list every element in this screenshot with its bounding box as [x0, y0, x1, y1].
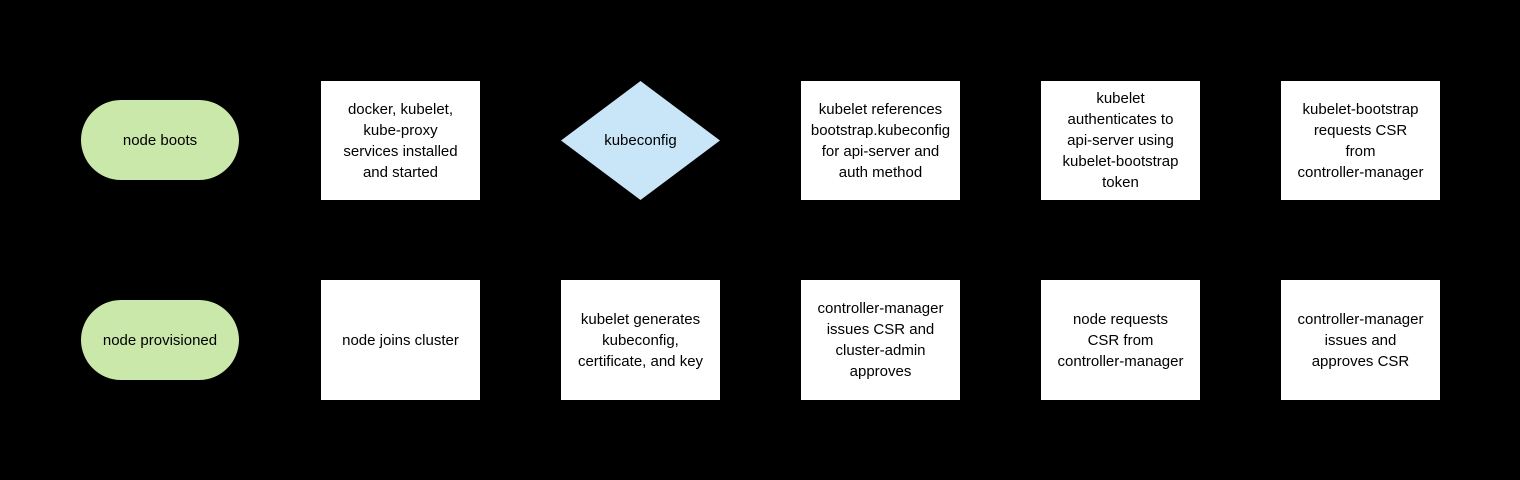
- flowchart-node-node-joins-cluster[interactable]: node joins cluster: [321, 280, 480, 400]
- flowchart-node-kubeconfig-decision[interactable]: kubeconfig: [561, 81, 720, 200]
- flowchart-node-controller-manager-issues-csr[interactable]: controller-manager issues CSR and cluste…: [801, 280, 960, 400]
- node-label: kubeconfig: [604, 132, 677, 149]
- flowchart-node-services-installed[interactable]: docker, kubelet, kube-proxy services ins…: [321, 81, 480, 200]
- flowchart-node-kubelet-references-bootstrap[interactable]: kubelet references bootstrap.kubeconfig …: [801, 81, 960, 200]
- flowchart-node-node-boots[interactable]: node boots: [81, 100, 239, 180]
- node-label: node requests CSR from controller-manage…: [1057, 310, 1184, 370]
- flowchart-node-node-provisioned[interactable]: node provisioned: [81, 300, 239, 380]
- flowchart-node-kubelet-authenticates[interactable]: kubelet authenticates to api-server usin…: [1041, 81, 1200, 200]
- flowchart-node-node-requests-csr[interactable]: node requests CSR from controller-manage…: [1041, 280, 1200, 400]
- node-label: node provisioned: [102, 331, 218, 349]
- node-label: kubelet generates kubeconfig, certificat…: [577, 310, 704, 370]
- node-label: node joins cluster: [342, 331, 459, 349]
- flowchart-node-kubelet-generates[interactable]: kubelet generates kubeconfig, certificat…: [561, 280, 720, 400]
- node-label: node boots: [122, 131, 198, 149]
- node-label: controller-manager issues and approves C…: [1297, 310, 1424, 370]
- node-label: controller-manager issues CSR and cluste…: [817, 300, 944, 380]
- node-label: kubelet references bootstrap.kubeconfig …: [810, 100, 951, 181]
- node-label: kubelet-bootstrap requests CSR from cont…: [1297, 100, 1424, 181]
- flowchart-node-kubelet-bootstrap-requests-csr[interactable]: kubelet-bootstrap requests CSR from cont…: [1281, 81, 1440, 200]
- node-label: kubelet authenticates to api-server usin…: [1062, 90, 1179, 191]
- node-label: docker, kubelet, kube-proxy services ins…: [343, 100, 458, 181]
- flowchart-node-controller-manager-approves-csr[interactable]: controller-manager issues and approves C…: [1281, 280, 1440, 400]
